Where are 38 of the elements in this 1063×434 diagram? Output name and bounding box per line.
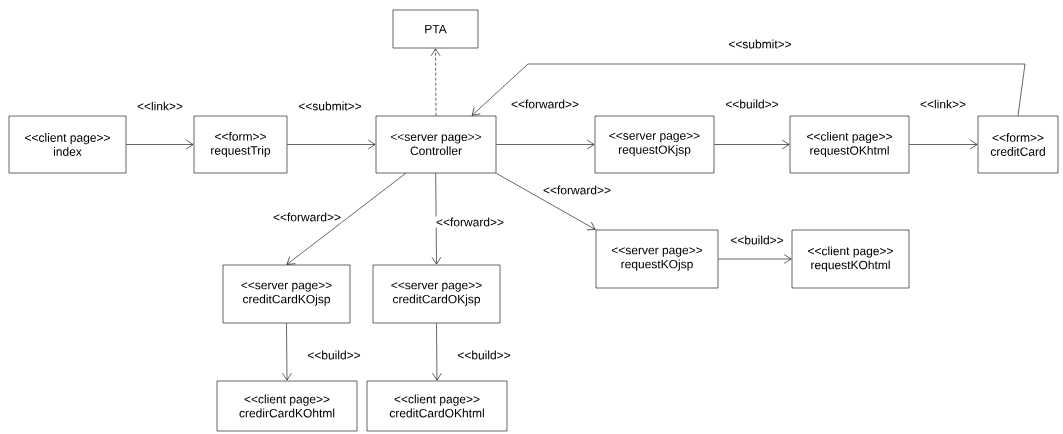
edge-label: <<build>> [729, 234, 785, 246]
arrow [430, 48, 441, 116]
class-box: <<form>> creditCard [977, 115, 1059, 174]
arrow [496, 173, 596, 231]
arrow [718, 254, 792, 264]
class-box: <<form>> requestTrip [193, 115, 288, 174]
class-box: <<server page>> Controller [375, 115, 497, 174]
edge-label: <<link>> [919, 98, 968, 110]
edge-label: <<build>> [306, 349, 362, 361]
edge-label: <<submit>> [297, 100, 363, 112]
edge-label: <<build>> [456, 349, 512, 361]
arrow [471, 63, 1026, 116]
arrow [496, 139, 595, 150]
class-box: <<client page>> creditCardOKhtml [366, 380, 508, 432]
class-box: <<server page>> creditCardKOjsp [222, 264, 351, 324]
edge-label: <<forward>> [272, 211, 343, 223]
class-box: <<server page>> requestKOjsp [595, 229, 719, 289]
class-box: <<client page>> index [8, 115, 127, 174]
edge-label: <<link>> [136, 100, 184, 112]
edge-label: <<forward>> [542, 184, 613, 196]
class-box: <<server page>> creditCardOKjsp [372, 264, 501, 324]
class-box: <<client page>> requestKOhtml [791, 229, 910, 289]
arrow [432, 323, 442, 381]
edge-label: <<forward>> [435, 216, 506, 228]
arrow [909, 139, 978, 150]
class-box: <<client page>> credirCardKOhtml [216, 380, 358, 432]
arrow [286, 173, 406, 265]
class-box: <<server page>> requestOKjsp [594, 115, 715, 174]
arrow [282, 323, 292, 381]
class-box: <<client page>> requestOKhtml [789, 115, 910, 174]
edge-label: <<forward>> [510, 98, 581, 110]
edge-label: <<submit>> [727, 38, 793, 50]
edge-label: <<build>> [724, 98, 780, 110]
arrow [714, 139, 790, 150]
arrow [431, 173, 442, 265]
class-box: PTA [392, 9, 479, 49]
arrow [126, 139, 194, 150]
arrow [287, 139, 376, 150]
